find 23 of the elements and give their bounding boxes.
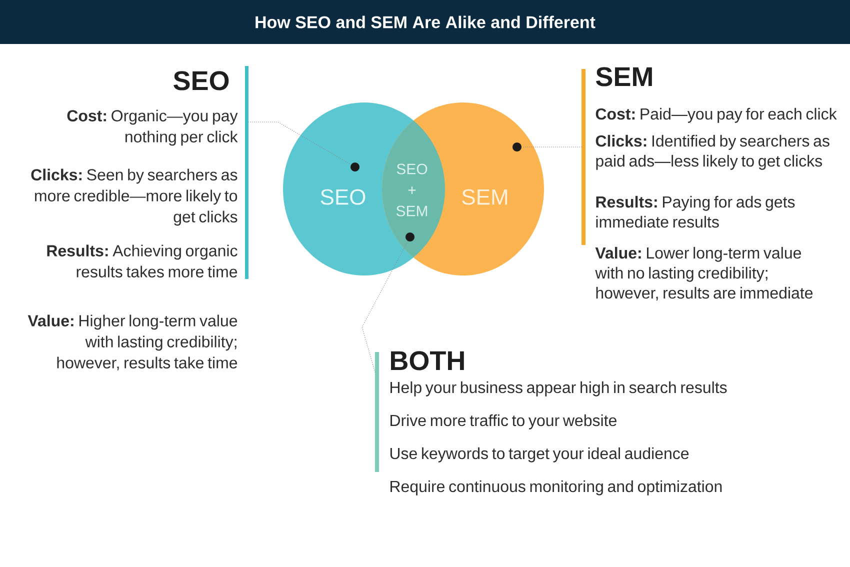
paragraph: Results: Paying for ads gets immediate results <box>596 196 795 228</box>
heading: BOTH <box>391 351 464 370</box>
list-item: Help your business appear high in search results <box>390 381 727 396</box>
marker-dot <box>406 232 414 242</box>
paragraph: Cost: Paid—you pay for each click <box>596 108 837 123</box>
leader-line <box>521 146 582 148</box>
overlap-region: SEO + SEM <box>382 120 445 258</box>
heading: SEM <box>596 67 652 86</box>
marker-dot <box>512 142 522 152</box>
leader-line <box>362 240 408 372</box>
paragraph: Value: Higher long-term value with lasting credibility; however, results take time <box>28 314 238 370</box>
marker-dot <box>350 162 360 172</box>
paragraph: Results: Achieving organic results takes more time <box>47 244 238 278</box>
list-item: Drive more traffic to your website <box>390 414 616 430</box>
list-item: Require continuous monitoring and optimization <box>390 480 722 496</box>
paragraph: Clicks: Seen by searchers as more credible—more likely to get clicks <box>31 168 238 226</box>
list-item: Use keywords to target your ideal audience <box>390 447 689 462</box>
heading: SEO <box>174 71 229 90</box>
paragraph: Clicks: Identified by searchers as paid ads—less likely to get clicks <box>596 134 830 170</box>
paragraph: Cost: Organic—you pay nothing per click <box>67 110 238 146</box>
paragraph: Value: Lower long-term value with no lasting credibility; however, results are immediate <box>595 246 813 301</box>
leader-line <box>248 122 352 166</box>
title-bar: How SEO and SEM Are Alike and Different <box>0 0 850 44</box>
